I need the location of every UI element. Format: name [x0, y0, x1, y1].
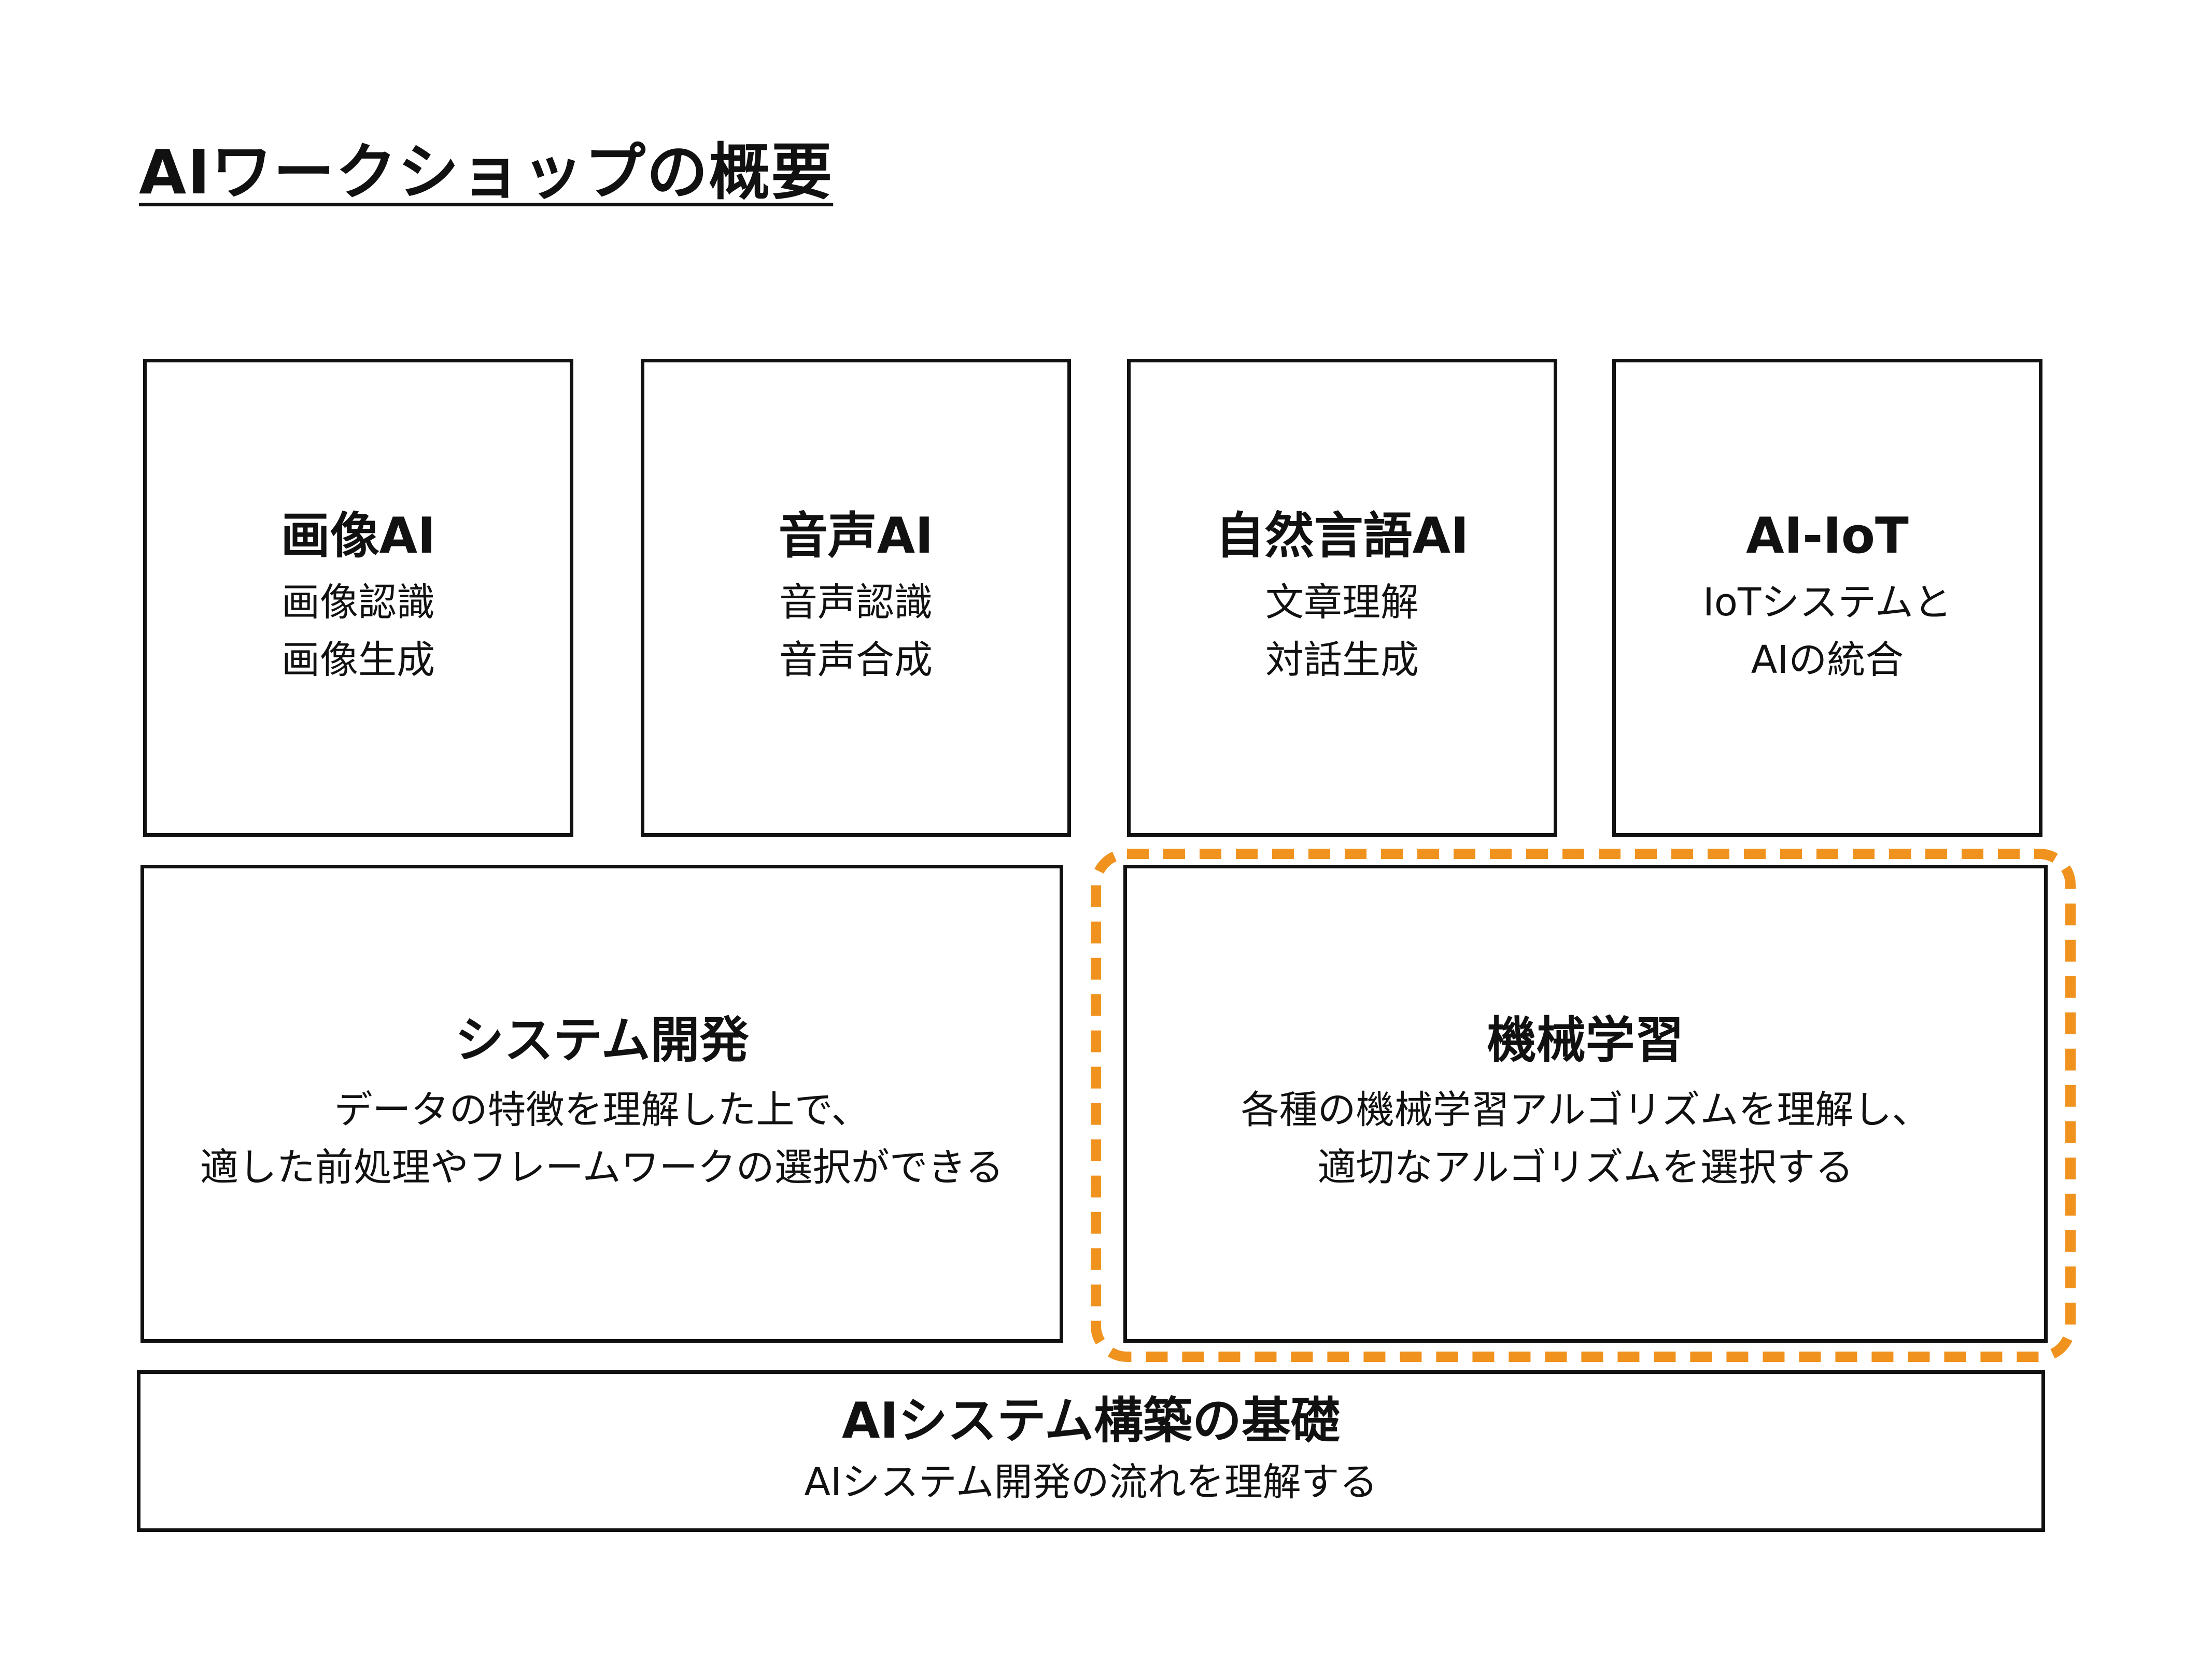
machine-learning-line: 適切なアルゴリズムを選択する: [1317, 1145, 1854, 1190]
topic-line: IoTシステムと: [1702, 580, 1952, 625]
system-development-box: システム開発 データの特徴を理解した上で、 適した前処理やフレームワークの選択が…: [140, 865, 1063, 1343]
topic-box-speech-ai: 音声AI 音声認識 音声合成: [641, 359, 1071, 837]
topic-heading: 画像AI: [280, 508, 436, 565]
topic-line: AIの統合: [1751, 638, 1904, 682]
system-development-line: データの特徴を理解した上で、: [334, 1088, 870, 1132]
topic-line: 画像生成: [281, 638, 435, 682]
foundation-line: AIシステム開発の流れを理解する: [804, 1459, 1378, 1505]
machine-learning-box: 機械学習 各種の機械学習アルゴリズムを理解し、 適切なアルゴリズムを選択する: [1123, 865, 2048, 1343]
system-development-heading: システム開発: [455, 1012, 749, 1069]
topic-box-ai-iot: AI-IoT IoTシステムと AIの統合: [1612, 359, 2042, 837]
foundation-box: AIシステム構築の基礎 AIシステム開発の流れを理解する: [137, 1370, 2045, 1532]
topic-heading: 音声AI: [778, 508, 934, 565]
topic-line: 音声合成: [779, 638, 933, 682]
topic-line: 画像認識: [281, 580, 435, 625]
topic-box-image-ai: 画像AI 画像認識 画像生成: [143, 359, 573, 837]
machine-learning-line: 各種の機械学習アルゴリズムを理解し、: [1241, 1088, 1931, 1132]
topic-line: 文章理解: [1265, 580, 1419, 625]
machine-learning-heading: 機械学習: [1487, 1012, 1684, 1069]
topic-line: 音声認識: [779, 580, 933, 625]
topic-line: 対話生成: [1265, 638, 1419, 682]
page-title: AIワークショップの概要: [139, 136, 834, 208]
system-development-line: 適した前処理やフレームワークの選択ができる: [200, 1145, 1004, 1190]
topic-heading: AI-IoT: [1746, 508, 1909, 565]
topic-box-nlp-ai: 自然言語AI 文章理解 対話生成: [1127, 359, 1557, 837]
topic-heading: 自然言語AI: [1215, 508, 1469, 565]
foundation-heading: AIシステム構築の基礎: [841, 1392, 1341, 1450]
